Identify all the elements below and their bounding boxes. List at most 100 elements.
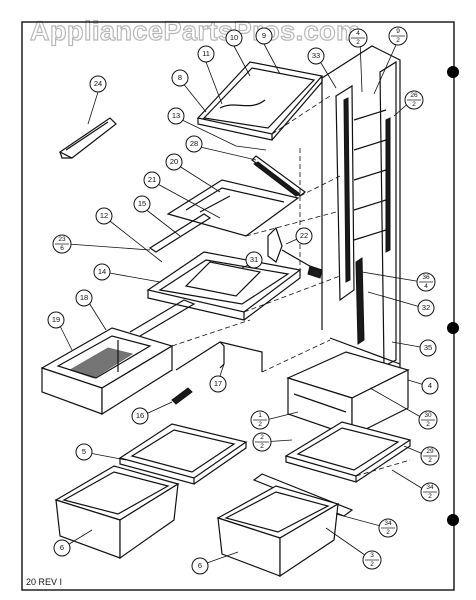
part-4-lower-bin-housing xyxy=(286,351,410,437)
callout-9b-top: 9 xyxy=(396,28,400,35)
callout-29-top: 29 xyxy=(426,448,434,455)
callout-36-4: 364 xyxy=(416,272,436,292)
registration-dot-top xyxy=(447,66,459,78)
callout-18-label: 18 xyxy=(80,293,88,302)
callout-31-label: 31 xyxy=(250,255,258,264)
diagram-border xyxy=(21,21,455,591)
callout-34b-bottom: 2 xyxy=(386,529,390,536)
callout-20: 20 xyxy=(165,153,183,171)
callout-34-2-lower: 342 xyxy=(378,518,398,538)
callout-34a-top: 34 xyxy=(426,484,434,491)
part-14-crisper-cover-frame xyxy=(146,213,302,321)
callout-6-left: 6 xyxy=(53,539,71,557)
callout-36-bottom: 4 xyxy=(424,283,428,290)
callout-15: 15 xyxy=(133,195,151,213)
callout-30-top: 30 xyxy=(424,412,432,419)
callout-5: 5 xyxy=(75,443,93,461)
callout-26-2: 262 xyxy=(404,90,424,110)
callout-21-label: 21 xyxy=(148,175,156,184)
callout-36-top: 36 xyxy=(422,274,430,281)
part-29-shelf xyxy=(284,421,412,483)
callout-9: 9 xyxy=(255,27,273,45)
part-24-trim xyxy=(58,117,117,159)
callout-17-label: 17 xyxy=(214,379,222,388)
callout-26-bottom: 2 xyxy=(412,101,416,108)
callout-30-2: 302 xyxy=(418,410,438,430)
callout-22: 22 xyxy=(295,227,313,245)
callout-10-label: 10 xyxy=(230,33,238,42)
callout-30-bottom: 2 xyxy=(426,421,430,428)
callout-leaders xyxy=(57,35,429,565)
callout-5-label: 5 xyxy=(82,447,86,456)
callout-34-2-upper: 342 xyxy=(420,482,440,502)
callout-21: 21 xyxy=(143,171,161,189)
callout-13-label: 13 xyxy=(172,111,180,120)
registration-dot-bottom xyxy=(447,514,459,526)
part-5-shelf xyxy=(118,423,248,485)
callout-3-bottom: 2 xyxy=(370,561,374,568)
part-6-bin-right xyxy=(216,485,340,578)
callout-4t-top: 4 xyxy=(356,30,360,37)
callout-34a-bottom: 2 xyxy=(428,493,432,500)
callout-23-top: 23 xyxy=(58,236,66,243)
callout-4t-bottom: 2 xyxy=(356,39,360,46)
callout-14-label: 14 xyxy=(98,267,106,276)
callout-4-2-top: 42 xyxy=(348,28,368,48)
callout-9-label: 9 xyxy=(262,31,266,40)
callout-2-2: 22 xyxy=(252,432,272,452)
part-19-crisper-drawer xyxy=(40,299,196,416)
callout-1-bottom: 2 xyxy=(258,421,262,428)
callout-14: 14 xyxy=(93,263,111,281)
callout-6-left-label: 6 xyxy=(60,543,64,552)
callout-11-label: 11 xyxy=(202,49,210,58)
callout-35: 35 xyxy=(419,339,437,357)
callout-12: 12 xyxy=(95,207,113,225)
callout-10: 10 xyxy=(225,29,243,47)
callout-28: 28 xyxy=(185,135,203,153)
cabinet-liner-rails xyxy=(321,45,401,375)
callout-29-2: 292 xyxy=(420,446,440,466)
part-22-bracket xyxy=(267,226,323,279)
callout-2-bottom: 2 xyxy=(260,443,264,450)
callout-33: 33 xyxy=(307,47,325,65)
callout-16: 16 xyxy=(131,407,149,425)
callout-4: 4 xyxy=(421,377,439,395)
callout-19-label: 19 xyxy=(52,315,60,324)
callout-8: 8 xyxy=(171,69,189,87)
callout-2-top: 2 xyxy=(260,434,264,441)
callout-35-label: 35 xyxy=(424,343,432,352)
registration-dot-middle xyxy=(447,322,459,334)
callout-9b-bottom: 2 xyxy=(396,37,400,44)
callout-31: 31 xyxy=(245,251,263,269)
callout-13: 13 xyxy=(167,107,185,125)
callout-1-top: 1 xyxy=(258,412,262,419)
callout-23-6: 236 xyxy=(52,234,72,254)
callout-17: 17 xyxy=(209,375,227,393)
callout-34b-top: 34 xyxy=(384,520,392,527)
callout-11: 11 xyxy=(197,45,215,63)
callout-16-label: 16 xyxy=(136,411,144,420)
part-20-glass-shelf xyxy=(166,179,300,237)
part-11-top-shelf xyxy=(196,61,324,141)
revision-label: 20 REV I xyxy=(26,577,62,587)
watermark-text: AppliancePartsPros.com xyxy=(30,16,361,46)
part-16-clip xyxy=(171,387,193,405)
part-6-bin-left xyxy=(54,465,180,560)
callout-28-label: 28 xyxy=(190,139,198,148)
callout-12-label: 12 xyxy=(100,211,108,220)
callout-29-bottom: 2 xyxy=(428,457,432,464)
callout-3-top: 3 xyxy=(370,552,374,559)
callout-20-label: 20 xyxy=(170,157,178,166)
callout-18: 18 xyxy=(75,289,93,307)
callout-6-right-label: 6 xyxy=(198,561,202,570)
callout-32: 32 xyxy=(417,299,435,317)
callout-9-2: 92 xyxy=(388,26,408,46)
callout-33-label: 33 xyxy=(312,51,320,60)
callout-6-right: 6 xyxy=(191,557,209,575)
callout-19: 19 xyxy=(47,311,65,329)
part-28-shelf-rail xyxy=(251,155,306,197)
callout-15-label: 15 xyxy=(138,199,146,208)
callout-3-2: 32 xyxy=(362,550,382,570)
callout-24-label: 24 xyxy=(94,79,102,88)
